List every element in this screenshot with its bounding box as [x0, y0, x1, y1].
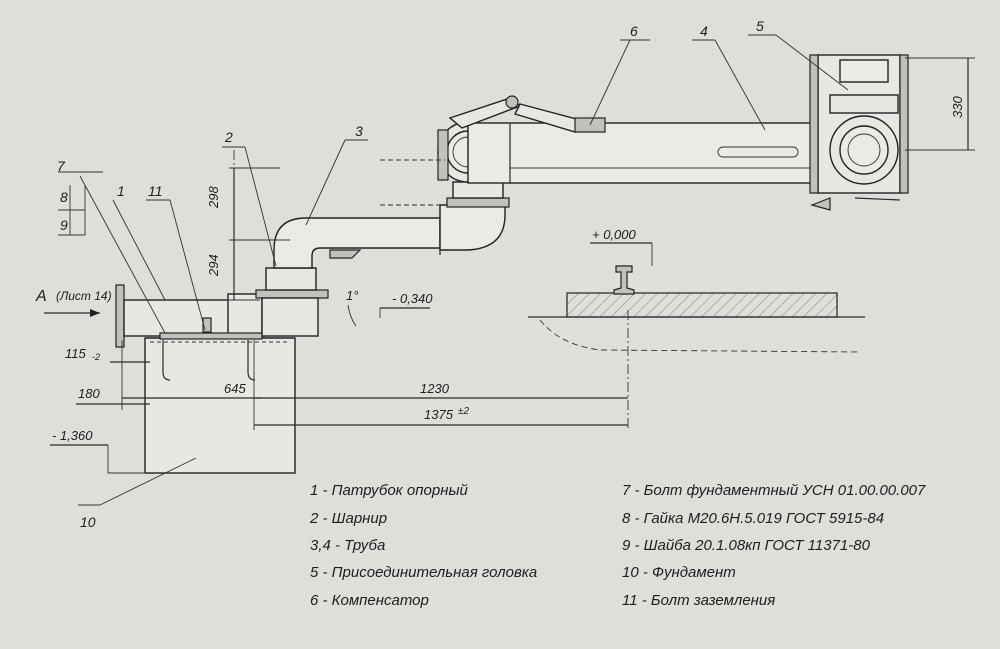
callout-5: 5	[756, 18, 764, 34]
legend-item: 7 - Болт фундаментный УСН 01.00.00.007	[622, 482, 926, 499]
dim-115-tolerance: -2	[92, 352, 100, 362]
dim-645: 645	[224, 381, 246, 396]
callout-7: 7	[57, 158, 66, 174]
connecting-head	[809, 54, 909, 211]
level-minus-0340: - 0,340	[392, 291, 433, 306]
callout-2: 2	[224, 129, 233, 145]
callout-6: 6	[630, 23, 638, 39]
callout-8: 8	[60, 189, 68, 205]
dimension-lines	[44, 57, 975, 474]
legend-item: 1 - Патрубок опорный	[310, 482, 468, 499]
dim-298: 298	[206, 186, 221, 209]
compensator	[448, 95, 606, 133]
support-stand	[115, 284, 265, 348]
dim-angle: 1°	[346, 288, 358, 303]
dim-294: 294	[206, 254, 221, 277]
legend-item: 6 - Компенсатор	[310, 592, 429, 609]
view-letter: A	[35, 288, 47, 305]
dim-1375-tolerance: ±2	[458, 406, 469, 417]
legend-item: 2 - Шарнир	[309, 510, 387, 527]
callout-1: 1	[117, 183, 125, 199]
legend-item: 10 - Фундамент	[622, 564, 736, 581]
foundation	[144, 337, 296, 474]
rotary-joint-and-pipe-4	[437, 121, 849, 184]
dim-180: 180	[78, 386, 100, 401]
callout-4: 4	[700, 23, 708, 39]
hinge-and-pipe-3	[255, 181, 510, 337]
legend-item: 5 - Присоединительная головка	[310, 564, 537, 581]
level-minus-1360: - 1,360	[52, 428, 93, 443]
legend-item: 3,4 - Труба	[310, 537, 385, 554]
dim-115: 115	[65, 346, 86, 361]
dim-1375: 1375	[424, 407, 454, 422]
callout-9: 9	[60, 217, 68, 233]
dim-330: 330	[950, 96, 965, 118]
legend-right-column: 7 - Болт фундаментный УСН 01.00.00.007 8…	[622, 482, 926, 609]
legend-item: 8 - Гайка М20.6Н.5.019 ГОСТ 5915-84	[622, 510, 884, 527]
dim-1230: 1230	[420, 381, 450, 396]
level-plus-0000: + 0,000	[592, 227, 637, 242]
legend-left-column: 1 - Патрубок опорный 2 - Шарнир 3,4 - Тр…	[309, 482, 537, 609]
callout-11: 11	[148, 183, 163, 199]
legend-item: 9 - Шайба 20.1.08кп ГОСТ 11371-80	[622, 537, 871, 554]
legend-item: 11 - Болт заземления	[622, 592, 775, 609]
callout-10: 10	[80, 514, 96, 530]
callout-3: 3	[355, 123, 363, 139]
view-sheet-reference: (Лист 14)	[56, 289, 112, 303]
leader-lines	[58, 34, 849, 506]
ground-section	[528, 265, 865, 353]
